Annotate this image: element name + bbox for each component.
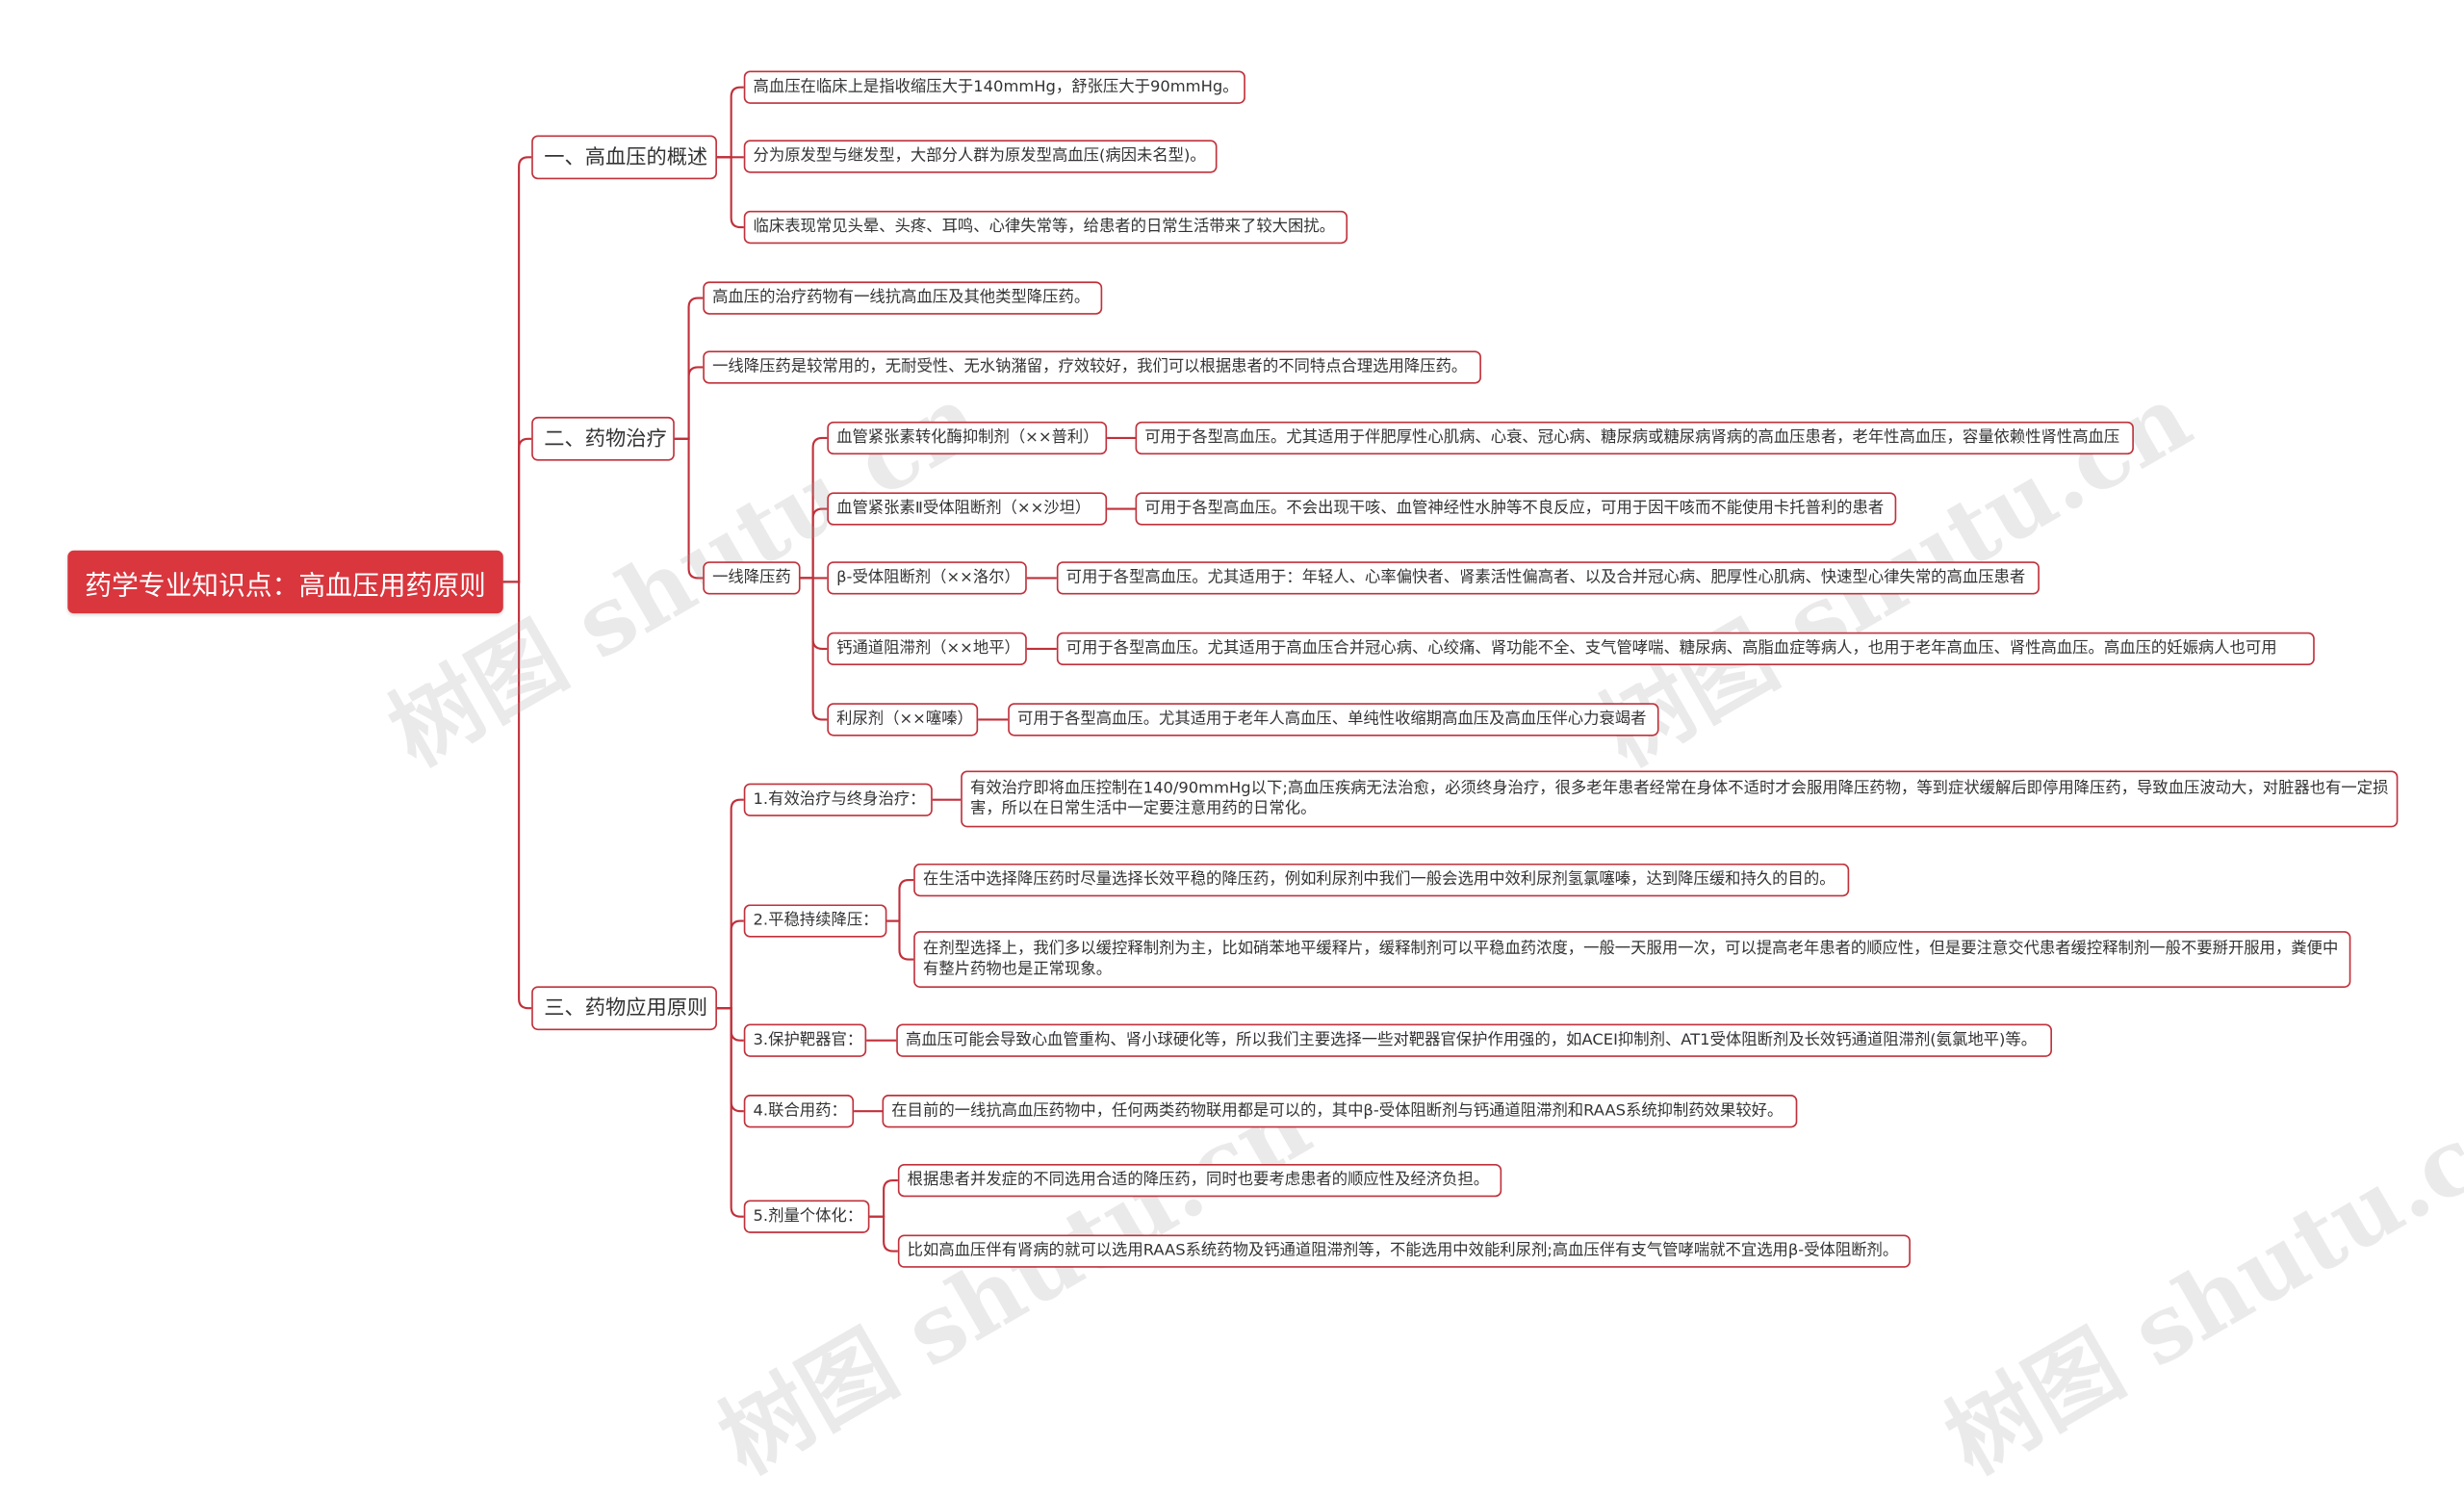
drug-class-description[interactable]: 可用于各型高血压。尤其适用于老年人高血压、单纯性收缩期高血压及高血压伴心力衰竭者 bbox=[1008, 703, 1659, 737]
section-principles[interactable]: 三、药物应用原则 bbox=[531, 986, 717, 1031]
section-overview[interactable]: 一、高血压的概述 bbox=[531, 135, 717, 180]
connector bbox=[800, 507, 828, 580]
connector bbox=[502, 581, 532, 1010]
therapy-item[interactable]: 一线降压药是较常用的，无耐受性、无水钠潴留，疗效较好，我们可以根据患者的不同特点… bbox=[703, 350, 1481, 384]
mind-map-canvas: 树图 shutu.cn 树图 shutu.cn 树图 shutu.cn 树图 s… bbox=[67, 70, 2464, 1494]
drug-class-description[interactable]: 可用于各型高血压。尤其适用于：年轻人、心率偏快者、肾素活性偏高者、以及合并冠心病… bbox=[1056, 561, 2040, 595]
connector bbox=[716, 798, 744, 1010]
overview-item[interactable]: 高血压在临床上是指收缩压大于140mmHg，舒张压大于90mmHg。 bbox=[743, 70, 1245, 104]
principle-detail[interactable]: 根据患者并发症的不同选用合适的降压药，同时也要考虑患者的顺应性及经济负担。 bbox=[897, 1163, 1502, 1198]
connector bbox=[674, 366, 704, 440]
therapy-item[interactable]: 高血压的治疗药物有一线抗高血压及其他类型降压药。 bbox=[703, 281, 1103, 315]
overview-item[interactable]: 临床表现常见头晕、头疼、耳鸣、心律失常等，给患者的日常生活带来了较大困扰。 bbox=[743, 210, 1348, 245]
connector-lines bbox=[502, 86, 1136, 1253]
connector bbox=[716, 86, 744, 159]
connector bbox=[674, 437, 704, 580]
connector bbox=[716, 1007, 744, 1218]
connector bbox=[886, 919, 914, 961]
principle-effective-lifelong[interactable]: 1.有效治疗与终身治疗： bbox=[743, 783, 933, 816]
drug-class-acei[interactable]: 血管紧张素转化酶抑制剂（××普利） bbox=[827, 421, 1108, 455]
principle-detail[interactable]: 在生活中选择降压药时尽量选择长效平稳的降压药，例如利尿剂中我们一般会选用中效利尿… bbox=[913, 863, 1850, 897]
principle-individual-dosage[interactable]: 5.剂量个体化： bbox=[743, 1200, 870, 1233]
principle-detail[interactable]: 有效治疗即将血压控制在140/90mmHg以下;高血压疾病无法治愈，必须终身治疗… bbox=[961, 770, 2399, 828]
drug-class-description[interactable]: 可用于各型高血压。尤其适用于高血压合并冠心病、心绞痛、肾功能不全、支气管哮喘、糖… bbox=[1056, 632, 2315, 666]
drug-class-beta-blocker[interactable]: β-受体阻断剂（××洛尔） bbox=[827, 561, 1027, 595]
drug-class-diuretic[interactable]: 利尿剂（××噻嗪） bbox=[827, 703, 979, 737]
connector bbox=[800, 577, 828, 721]
principle-protect-organs[interactable]: 3.保护靶器官： bbox=[743, 1023, 867, 1057]
connector bbox=[674, 297, 704, 440]
principle-detail[interactable]: 在目前的一线抗高血压药物中，任何两类药物联用都是可以的，其中β-受体阻断剂与钙通… bbox=[882, 1095, 1798, 1128]
root-topic[interactable]: 药学专业知识点：高血压用药原则 bbox=[67, 550, 503, 614]
drug-class-description[interactable]: 可用于各型高血压。尤其适用于伴肥厚性心肌病、心衰、冠心病、糖尿病或糖尿病肾病的高… bbox=[1135, 421, 2134, 455]
drug-class-arb[interactable]: 血管紧张素Ⅱ受体阻断剂（××沙坦） bbox=[827, 492, 1108, 526]
connector bbox=[886, 878, 914, 922]
drug-class-description[interactable]: 可用于各型高血压。不会出现干咳、血管神经性水肿等不良反应，可用于因干咳而不能使用… bbox=[1135, 492, 1897, 526]
principle-steady-reduction[interactable]: 2.平稳持续降压： bbox=[743, 904, 887, 938]
principle-detail[interactable]: 高血压可能会导致心血管重构、肾小球硬化等，所以我们主要选择一些对靶器官保护作用强… bbox=[896, 1023, 2052, 1057]
connector bbox=[502, 437, 532, 583]
principle-combination[interactable]: 4.联合用药： bbox=[743, 1095, 855, 1128]
drug-class-ccb[interactable]: 钙通道阻滞剂（××地平） bbox=[827, 632, 1027, 666]
principle-detail[interactable]: 在剂型选择上，我们多以缓控释制剂为主，比如硝苯地平缓释片，缓释制剂可以平稳血药浓… bbox=[913, 931, 2351, 988]
connector bbox=[716, 156, 744, 229]
connector bbox=[502, 156, 532, 583]
principle-detail[interactable]: 比如高血压伴有肾病的就可以选用RAAS系统药物及钙通道阻滞剂等，不能选用中效能利… bbox=[897, 1234, 1911, 1268]
connector bbox=[716, 919, 744, 1010]
overview-item[interactable]: 分为原发型与继发型，大部分人群为原发型高血压(病因未名型)。 bbox=[743, 140, 1218, 173]
first-line-drugs[interactable]: 一线降压药 bbox=[703, 561, 801, 595]
connector bbox=[800, 436, 828, 580]
connector bbox=[869, 1179, 898, 1218]
section-drug-therapy[interactable]: 二、药物治疗 bbox=[531, 416, 675, 461]
connector bbox=[869, 1215, 898, 1253]
